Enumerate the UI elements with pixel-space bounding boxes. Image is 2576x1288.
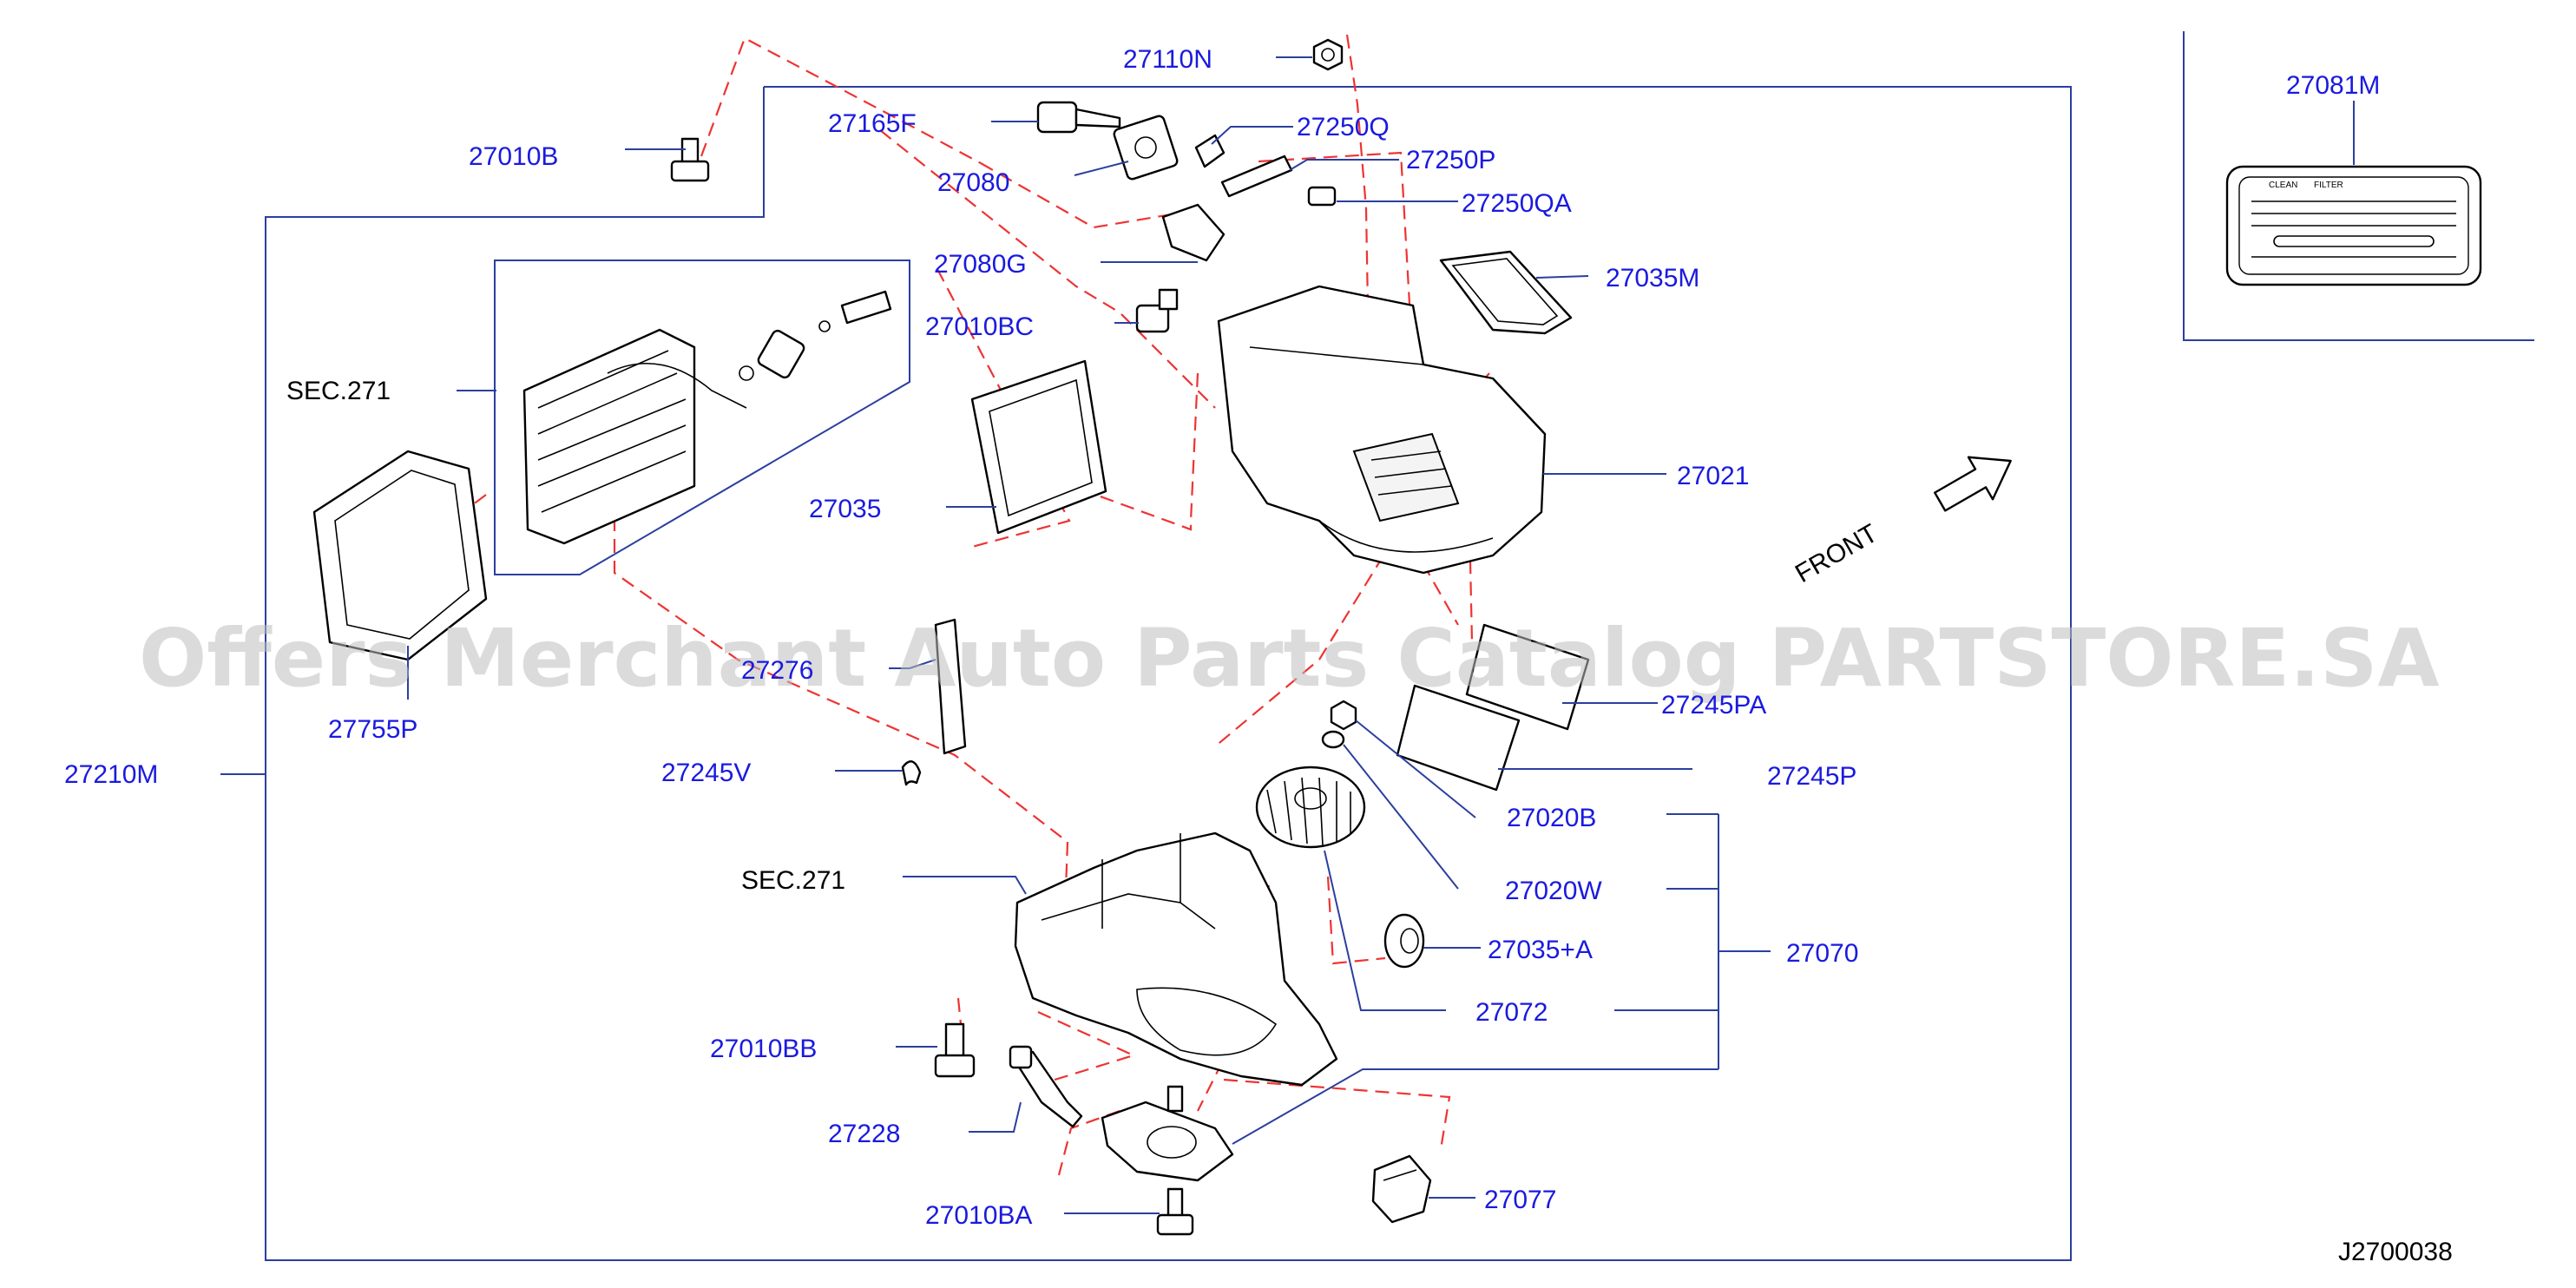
label-27072[interactable]: 27072 <box>1475 998 1548 1027</box>
assembly-frame <box>265 86 2072 1261</box>
label-27070[interactable]: 27070 <box>1786 939 1858 968</box>
label-27035m[interactable]: 27035M <box>1606 264 1699 292</box>
label-27080[interactable]: 27080 <box>937 168 1009 197</box>
washer-27020w-part[interactable] <box>1321 730 1345 749</box>
label-27035a[interactable]: 27035+A <box>1488 936 1593 964</box>
resistor-27077-part[interactable] <box>1371 1154 1432 1224</box>
label-27020w[interactable]: 27020W <box>1505 877 1602 905</box>
label-27245p[interactable]: 27245P <box>1767 762 1856 791</box>
blower-housing-27021-part[interactable] <box>1217 285 1547 575</box>
label-27081m[interactable]: 27081M <box>2286 71 2380 100</box>
label-27110n[interactable]: 27110N <box>1123 45 1212 74</box>
watermark-text: Offers Merchant Auto Parts Catalog PARTS… <box>139 612 2440 705</box>
label-27010ba[interactable]: 27010BA <box>925 1201 1032 1230</box>
front-label: FRONT <box>1791 519 1883 588</box>
leader-lines <box>220 56 2355 1214</box>
label-27250q[interactable]: 27250Q <box>1297 113 1390 141</box>
filter-card-filter-text: FILTER <box>2314 181 2343 190</box>
label-27020b[interactable]: 27020B <box>1507 804 1596 832</box>
clip-27245v-part[interactable] <box>901 760 922 786</box>
blower-fan-part[interactable] <box>1255 766 1366 849</box>
harness-27228-part[interactable] <box>1009 1045 1083 1128</box>
filter-card-frame <box>2183 31 2534 341</box>
label-27276[interactable]: 27276 <box>741 656 813 685</box>
label-27228[interactable]: 27228 <box>828 1120 900 1148</box>
rod-27250p-part[interactable] <box>1220 154 1293 198</box>
label-27210m[interactable]: 27210M <box>64 760 158 789</box>
expansion-valve-part[interactable] <box>739 290 892 381</box>
label-sec271-case[interactable]: SEC.271 <box>741 866 845 895</box>
label-sec271-evaporator[interactable]: SEC.271 <box>286 377 391 405</box>
screw-27010ba-part[interactable] <box>1156 1187 1194 1236</box>
actuator-27080-part[interactable] <box>1113 115 1179 181</box>
link-27250q-part[interactable] <box>1194 134 1226 168</box>
screw-27010b-part[interactable] <box>670 137 710 182</box>
bracket-27080g-part[interactable] <box>1161 203 1226 262</box>
label-27035[interactable]: 27035 <box>809 495 881 523</box>
plate-27276-part[interactable] <box>934 618 967 755</box>
screw-27165f-part[interactable] <box>1036 101 1121 134</box>
label-27010bb[interactable]: 27010BB <box>710 1035 817 1063</box>
seal-27755p-part[interactable] <box>312 450 488 661</box>
label-27165f[interactable]: 27165F <box>828 109 917 138</box>
clip-27250qa-part[interactable] <box>1307 186 1337 207</box>
label-27250qa[interactable]: 27250QA <box>1462 189 1572 218</box>
label-27245pa[interactable]: 27245PA <box>1661 691 1766 720</box>
evaporator-part[interactable] <box>522 328 747 545</box>
label-27250p[interactable]: 27250P <box>1406 146 1495 174</box>
filter-element-27245pa-part[interactable] <box>1465 623 1590 731</box>
screw-27010bc-part[interactable] <box>1135 288 1179 333</box>
filter-card-clean-text: CLEAN <box>2269 181 2297 190</box>
label-27021[interactable]: 27021 <box>1677 462 1749 490</box>
label-27077[interactable]: 27077 <box>1484 1186 1556 1214</box>
label-27010bc[interactable]: 27010BC <box>925 312 1034 341</box>
phantom-lines <box>450 34 1490 1176</box>
gasket-27035m-part[interactable] <box>1439 250 1573 335</box>
label-27245v[interactable]: 27245V <box>661 759 751 787</box>
label-27010b[interactable]: 27010B <box>469 142 558 171</box>
screw-27010bb-part[interactable] <box>934 1022 976 1078</box>
blower-motor-part[interactable] <box>1101 1085 1234 1182</box>
lower-case-part[interactable] <box>1014 831 1338 1087</box>
nut-27020b-part[interactable] <box>1330 700 1357 731</box>
filter-frame-27035-part[interactable] <box>970 359 1107 535</box>
damper-27035a-part[interactable] <box>1383 913 1425 969</box>
filter-label-card[interactable]: CLEAN FILTER <box>2225 165 2482 286</box>
diagram-id: J2700038 <box>2338 1238 2453 1266</box>
label-27080g[interactable]: 27080G <box>934 250 1027 279</box>
evaporator-subframe <box>494 260 910 575</box>
nut-27110n-part[interactable] <box>1312 38 1344 71</box>
front-arrow-icon <box>1934 456 2012 512</box>
label-27755p[interactable]: 27755P <box>328 715 417 744</box>
filter-element-27245p-part[interactable] <box>1396 684 1521 792</box>
